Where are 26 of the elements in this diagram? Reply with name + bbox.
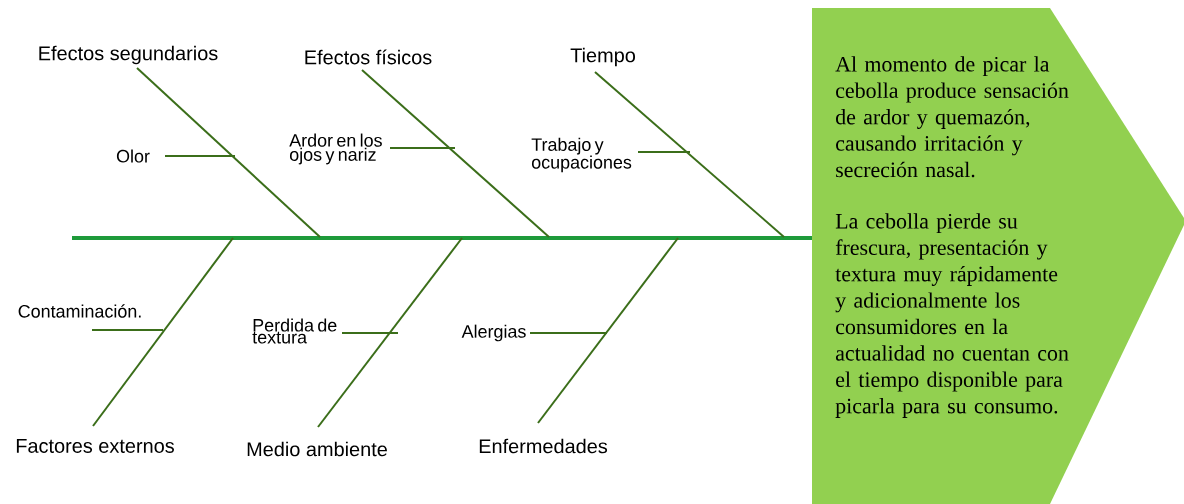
cause-label: Ardor en los ojos y nariz bbox=[289, 133, 382, 165]
cause-label: Alergias bbox=[461, 324, 526, 342]
cause-line bbox=[164, 155, 236, 157]
bone-line bbox=[317, 237, 463, 428]
category-label: Efectos segundarios bbox=[39, 45, 218, 65]
cause-label: Contaminación. bbox=[18, 304, 141, 318]
bone-line bbox=[594, 71, 785, 238]
cause-label: Olor bbox=[116, 149, 150, 163]
cause-label: Perdida de textura bbox=[252, 318, 337, 344]
bone-line bbox=[92, 237, 234, 427]
cause-label: Trabajo y ocupaciones bbox=[531, 137, 632, 173]
category-label: Medio ambiente bbox=[247, 441, 387, 457]
category-label: Factores externos bbox=[16, 439, 174, 453]
cause-line bbox=[389, 147, 456, 149]
category-label: Tiempo bbox=[570, 47, 635, 67]
effect-pentagon: Al momento de picar la cebolla produce sensación de ardor y quemazón, causando irritación y secreción nasal. La cebolla pierde su frescura, presentación y textura muy rápidamente y adicionalmente los consumidores en la actualidad no cuentan con el tiempo disponible para picarla para su consumo. bbox=[812, 8, 1184, 504]
category-label: Efectos físicos bbox=[305, 49, 432, 65]
cause-line bbox=[341, 332, 399, 334]
bone-line bbox=[136, 67, 321, 238]
bone-line bbox=[361, 69, 550, 238]
bone-line bbox=[537, 237, 679, 424]
category-label: Enfermedades bbox=[479, 438, 608, 454]
spine-line bbox=[72, 236, 812, 240]
cause-line bbox=[91, 329, 164, 331]
cause-line bbox=[529, 332, 608, 334]
cause-line bbox=[637, 151, 691, 153]
